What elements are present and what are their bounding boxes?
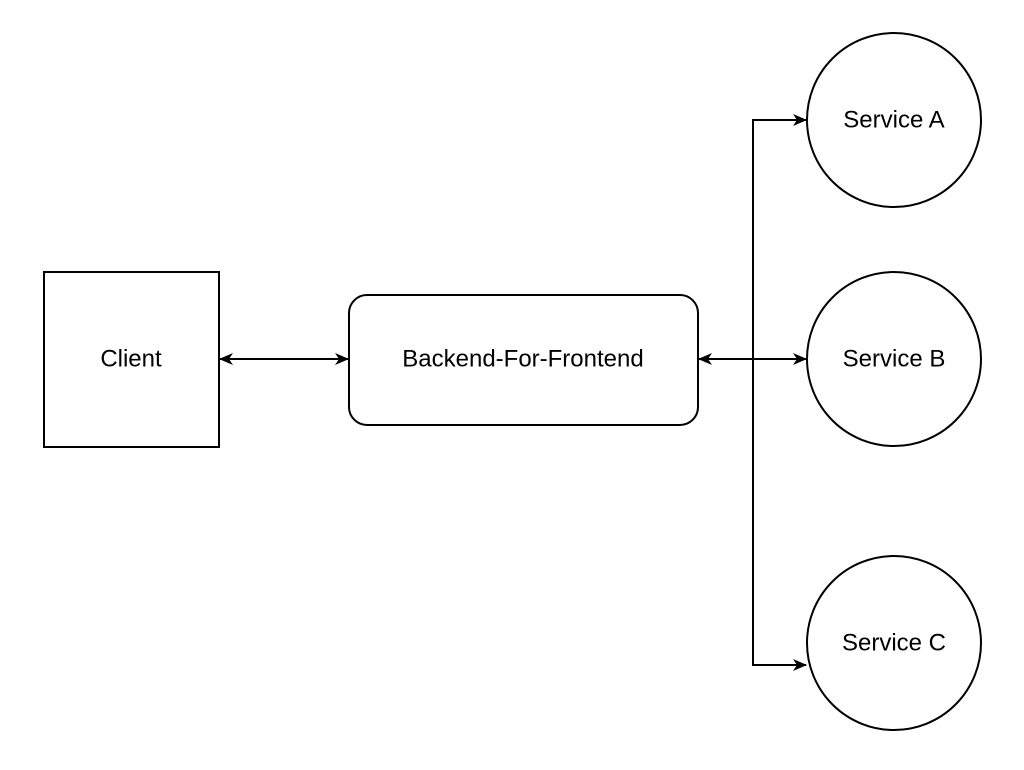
- service-b-circle: [806, 271, 982, 447]
- edge-bff-service-a: [752, 114, 807, 359]
- edges: [219, 114, 807, 671]
- service-a-label: Service A: [843, 107, 944, 134]
- client-box: [43, 271, 220, 448]
- edge-bff-service-c: [752, 359, 807, 671]
- node-client: Client: [43, 271, 220, 448]
- client-label: Client: [100, 346, 162, 373]
- node-service-a: Service A: [806, 32, 982, 208]
- bff-box: [348, 294, 699, 426]
- node-bff: Backend-For-Frontend: [348, 294, 699, 426]
- node-service-c: Service C: [806, 555, 982, 731]
- node-service-b: Service B: [806, 271, 982, 447]
- service-a-circle: [806, 32, 982, 208]
- bff-label: Backend-For-Frontend: [402, 346, 643, 373]
- service-b-label: Service B: [843, 346, 946, 373]
- service-c-circle: [806, 555, 982, 731]
- service-c-label: Service C: [842, 630, 946, 657]
